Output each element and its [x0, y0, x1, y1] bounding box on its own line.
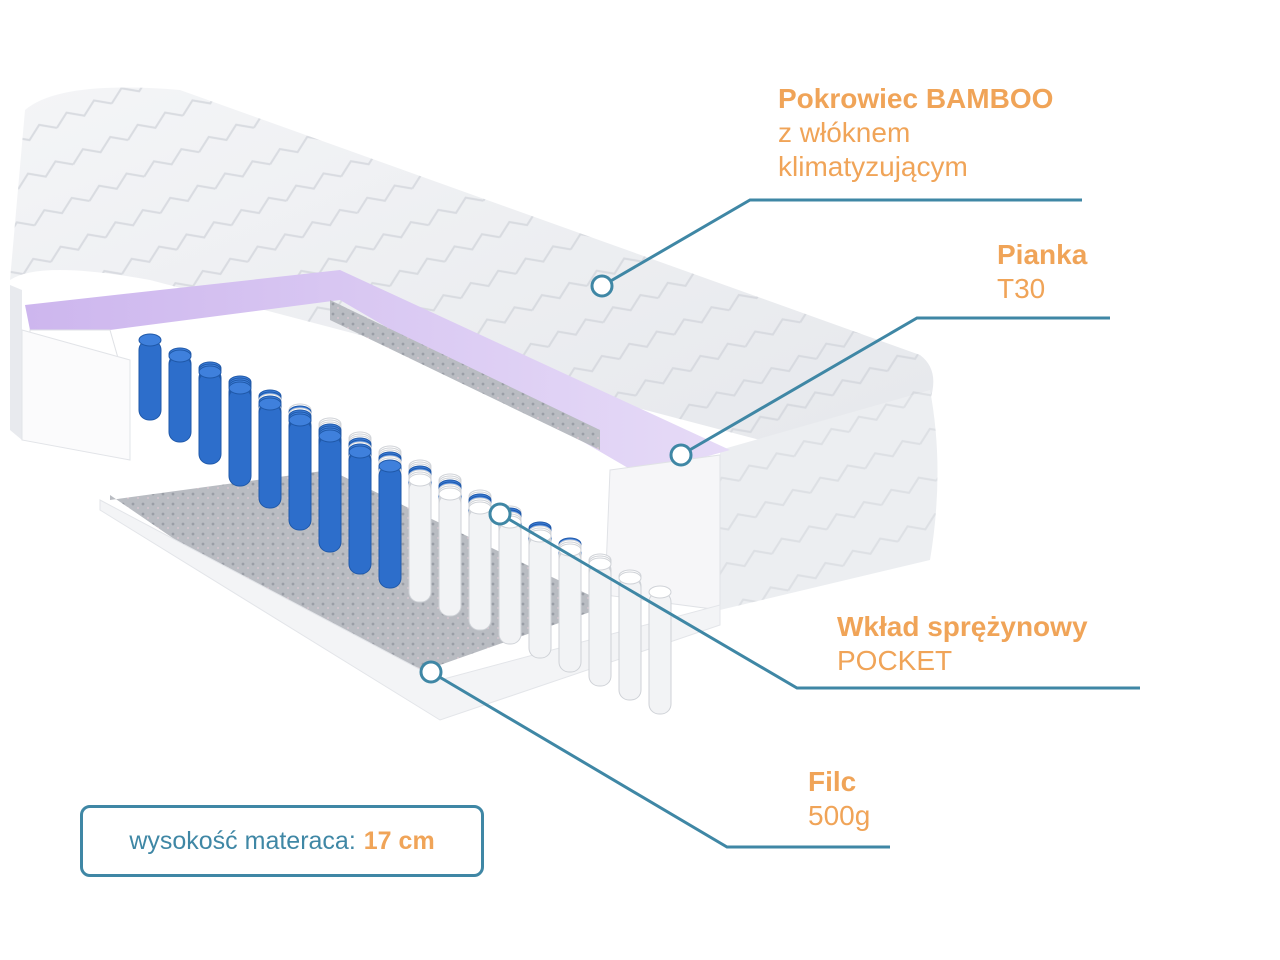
spring-pocket-top: [168, 349, 192, 363]
spring-pocket-top: [468, 501, 492, 515]
spring-pocket: [498, 521, 522, 645]
height-value: 17 cm: [363, 826, 435, 855]
spring-pocket-top: [138, 333, 162, 347]
spring-pocket: [348, 451, 372, 575]
spring-pocket-top: [228, 381, 252, 395]
spring-pocket: [138, 339, 162, 421]
spring-pocket-top: [438, 487, 462, 501]
spring-pocket-top: [348, 445, 372, 459]
label-springs: Wkład sprężynowy POCKET: [837, 610, 1088, 678]
spring-pocket: [648, 591, 672, 715]
spring-pocket-top: [408, 473, 432, 487]
spring-pocket: [438, 493, 462, 617]
spring-pocket: [528, 535, 552, 659]
spring-pocket: [408, 479, 432, 603]
marker-felt: [419, 660, 443, 684]
leader-cover: [601, 198, 1082, 288]
label-springs-title: Wkład sprężynowy: [837, 611, 1088, 642]
spring-pocket: [258, 403, 282, 509]
leader-springs: [499, 512, 1140, 690]
spring-pocket: [168, 355, 192, 443]
spring-pocket-top: [258, 397, 282, 411]
marker-foam: [669, 443, 693, 467]
label-felt-line-1: 500g: [808, 800, 871, 831]
label-cover-line-2: klimatyzującym: [778, 151, 968, 182]
label-cover: Pokrowiec BAMBOO z włóknem klimatyzujący…: [778, 82, 1053, 184]
label-foam: Pianka T30: [997, 238, 1087, 306]
spring-pocket-top: [378, 459, 402, 473]
label-cover-line-1: z włóknem: [778, 117, 911, 148]
spring-pocket: [288, 419, 312, 531]
spring-pocket: [468, 507, 492, 631]
marker-cover: [590, 274, 614, 298]
spring-pocket: [318, 435, 342, 553]
label-cover-title: Pokrowiec BAMBOO: [778, 83, 1054, 114]
spring-pocket: [198, 371, 222, 465]
marker-springs: [488, 502, 512, 526]
spring-pocket: [378, 465, 402, 589]
mattress-height-box: wysokość materaca: 17 cm: [80, 805, 484, 877]
cover-layer: [10, 87, 938, 610]
label-foam-title: Pianka: [997, 239, 1088, 270]
height-label: wysokość materaca:: [129, 826, 356, 855]
spring-pocket-top: [588, 557, 612, 571]
spring-pocket: [228, 387, 252, 487]
label-felt-title: Filc: [808, 766, 857, 797]
leader-lines: [430, 198, 1140, 849]
spring-pocket-top: [618, 571, 642, 585]
leader-felt: [430, 670, 890, 849]
spring-pocket-top: [648, 585, 672, 599]
spring-pocket: [558, 549, 582, 673]
label-felt: Filc 500g: [808, 765, 870, 833]
spring-pocket-top: [288, 413, 312, 427]
spring-pocket-top: [318, 429, 342, 443]
spring-pocket: [588, 563, 612, 687]
leader-markers: [419, 274, 693, 684]
label-springs-line-1: POCKET: [837, 645, 953, 676]
spring-pocket-top: [198, 365, 222, 379]
leader-foam: [680, 316, 1110, 457]
label-foam-line-1: T30: [997, 273, 1046, 304]
